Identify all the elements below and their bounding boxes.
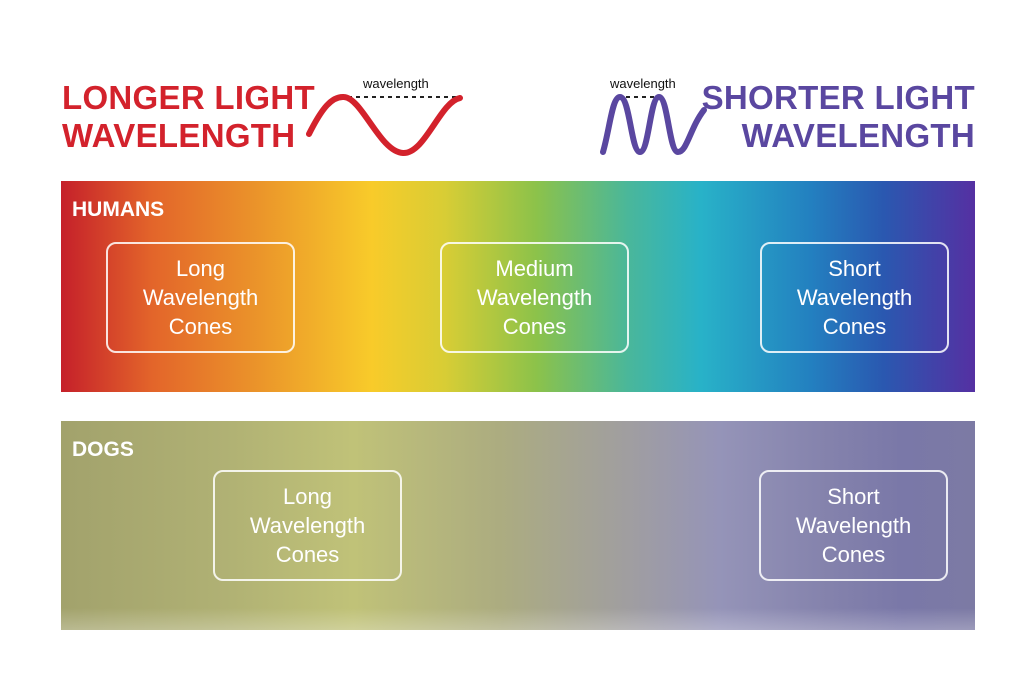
- dogs-label: DOGS: [72, 438, 134, 461]
- shorter-wavelength-title: SHORTER LIGHT WAVELENGTH: [702, 79, 975, 155]
- cone-text: Cones: [168, 314, 233, 339]
- medium-wavelength-cones-box: Medium Wavelength Cones: [440, 242, 629, 353]
- cone-text: Cones: [275, 542, 340, 567]
- cone-text: Wavelength: [795, 513, 912, 538]
- cone-text: Cones: [502, 314, 567, 339]
- longer-wavelength-title: LONGER LIGHT WAVELENGTH: [62, 79, 315, 155]
- wavelength-label: wavelength: [610, 76, 676, 91]
- humans-label: HUMANS: [72, 198, 165, 221]
- cone-text: Cones: [822, 314, 887, 339]
- title-line: SHORTER LIGHT: [701, 79, 975, 116]
- long-wavelength-cones-box: Long Wavelength Cones: [213, 470, 402, 581]
- cone-text: Long: [176, 256, 225, 281]
- cone-text: Long: [283, 484, 332, 509]
- wavelength-label: wavelength: [363, 76, 429, 91]
- cone-text: Wavelength: [476, 285, 593, 310]
- dogs-spectrum-band: DOGS Long Wavelength Cones Short Wavelen…: [61, 421, 975, 630]
- cone-text: Short: [827, 484, 880, 509]
- cone-text: Cones: [821, 542, 886, 567]
- cone-text: Wavelength: [796, 285, 913, 310]
- long-wavelength-cones-box: Long Wavelength Cones: [106, 242, 295, 353]
- cone-text: Medium: [495, 256, 574, 281]
- title-line: LONGER LIGHT: [62, 79, 315, 116]
- short-wavelength-cones-box: Short Wavelength Cones: [760, 242, 949, 353]
- title-line: WAVELENGTH: [62, 117, 296, 154]
- cone-text: Short: [828, 256, 881, 281]
- cone-text: Wavelength: [142, 285, 259, 310]
- humans-spectrum-band: HUMANS Long Wavelength Cones Medium Wave…: [61, 181, 975, 392]
- long-wave-icon: [306, 94, 463, 157]
- short-wave-icon: [600, 93, 707, 156]
- title-line: WAVELENGTH: [741, 117, 975, 154]
- short-wavelength-cones-box: Short Wavelength Cones: [759, 470, 948, 581]
- cone-text: Wavelength: [249, 513, 366, 538]
